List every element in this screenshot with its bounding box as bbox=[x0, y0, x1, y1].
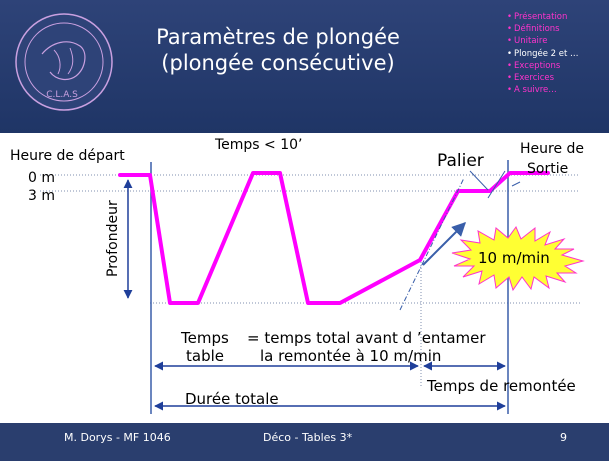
depth-0m-label: 0 m bbox=[28, 170, 55, 186]
definition-line1: = temps total avant d ’entamer bbox=[247, 329, 486, 347]
toc-item-definitions[interactable]: Définitions bbox=[507, 23, 579, 35]
slide-title-line1: Paramètres de plongée bbox=[156, 25, 400, 49]
club-logo: C.L.A.S bbox=[15, 13, 113, 111]
sortie-pointer bbox=[511, 181, 521, 187]
ascent-direction-arrow bbox=[422, 222, 466, 266]
footer-author: M. Dorys - MF 1046 bbox=[64, 431, 171, 444]
temps-table-label-line1: Temps bbox=[180, 329, 229, 347]
short-interval-label: Temps < 10’ bbox=[214, 137, 303, 153]
annotation-lines bbox=[399, 170, 521, 311]
toc-item-presentation[interactable]: Présentation bbox=[507, 11, 579, 23]
ascent-time-label: Temps de remontée bbox=[426, 377, 576, 395]
toc-menu: Présentation Définitions Unitaire Plongé… bbox=[507, 11, 579, 96]
time-boundaries bbox=[150, 160, 509, 414]
logo-text: C.L.A.S bbox=[46, 90, 78, 100]
total-duration-label: Durée totale bbox=[185, 390, 279, 408]
toc-item-exceptions[interactable]: Exceptions bbox=[507, 60, 579, 72]
dive-profile-line bbox=[118, 171, 550, 305]
palier-pointer-2 bbox=[487, 170, 506, 199]
dash-dot-guide bbox=[399, 177, 465, 311]
toc-item-plongee-2[interactable]: Plongée 2 et … bbox=[507, 48, 579, 60]
footer-page-number: 9 bbox=[560, 431, 567, 444]
speed-starburst bbox=[451, 225, 585, 292]
depth-axis-label: Profondeur bbox=[105, 200, 121, 277]
slide-footer bbox=[0, 423, 609, 461]
slide-header: C.L.A.S Paramètres de plongée (plongée c… bbox=[0, 0, 609, 133]
toc-item-exercices[interactable]: Exercices bbox=[507, 72, 579, 84]
departure-time-label: Heure de départ bbox=[10, 148, 125, 164]
definition-line2: la remontée à 10 m/min bbox=[260, 347, 441, 365]
toc-item-unitaire[interactable]: Unitaire bbox=[507, 35, 579, 47]
dive-profile-diagram: Heure de départ Temps < 10’ Palier Heure… bbox=[10, 137, 585, 414]
toc-item-a-suivre[interactable]: A suivre… bbox=[507, 84, 579, 96]
palier-pointer-1 bbox=[469, 170, 489, 191]
exit-time-label-line2: Sortie bbox=[527, 161, 568, 177]
temps-table-label-line2: table bbox=[186, 347, 224, 365]
slide-title-line2: (plongée consécutive) bbox=[161, 51, 395, 75]
footer-subject: Déco - Tables 3* bbox=[263, 431, 353, 444]
exit-time-label-line1: Heure de bbox=[520, 141, 584, 157]
slide-title: Paramètres de plongée (plongée consécuti… bbox=[128, 24, 428, 76]
palier-label: Palier bbox=[437, 151, 484, 171]
depth-3m-label: 3 m bbox=[28, 188, 55, 204]
speed-label: 10 m/min bbox=[478, 249, 550, 267]
